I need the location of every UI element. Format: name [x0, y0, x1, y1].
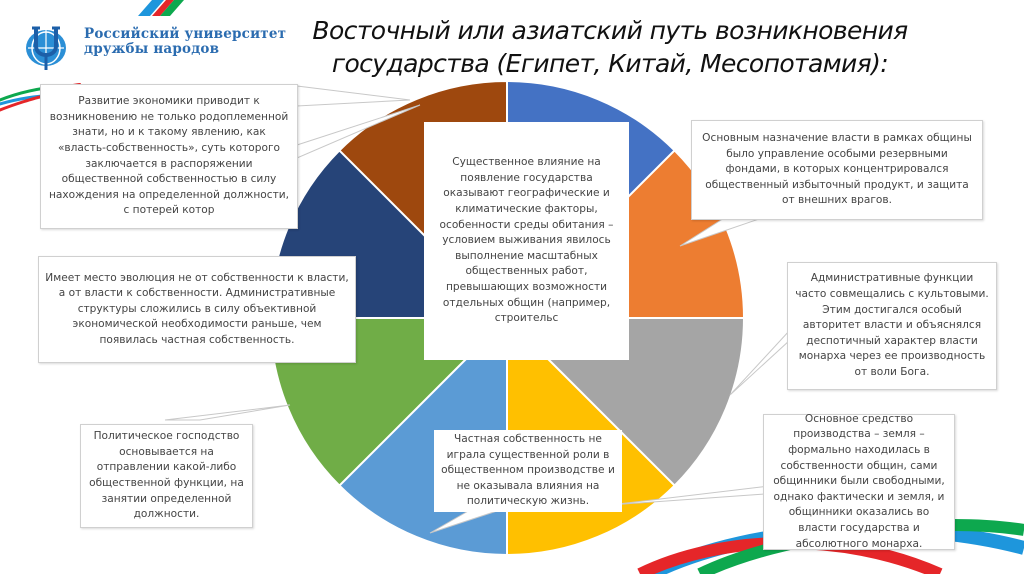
- university-name-line1: Российский университет: [84, 26, 287, 42]
- callout-bottom-left: Политическое господство основывается на …: [80, 424, 253, 528]
- university-name: Российский университет дружбы народов: [84, 27, 286, 57]
- center-text: Существенное влияние на появление госуда…: [439, 156, 614, 325]
- callout-bottom-right: Основное средство производства – земля –…: [763, 412, 955, 550]
- callout-mid-right: Административные функции часто совмещали…: [787, 262, 997, 390]
- callout-mid-left: Имеет место эволюция не от собственности…: [38, 256, 356, 363]
- title-line1: Восточный или азиатский путь возникновен…: [312, 16, 908, 45]
- globe-logo-icon: [26, 26, 66, 70]
- callout-bottom-left-text: Политическое господство основывается на …: [89, 430, 244, 521]
- center-text-box: Существенное влияние на появление госуда…: [424, 122, 629, 360]
- callout-mid-right-text: Административные функции часто совмещали…: [795, 272, 989, 378]
- page-title: Восточный или азиатский путь возникновен…: [290, 14, 930, 80]
- callout-top-right-text: Основным назначение власти в рамках общи…: [702, 132, 972, 207]
- university-logo: [18, 24, 78, 72]
- callout-bottom-center-text: Частная собственность не играла существе…: [441, 433, 615, 508]
- callout-top-right: Основным назначение власти в рамках общи…: [691, 120, 983, 220]
- callout-bottom-right-text: Основное средство производства – земля –…: [773, 412, 945, 550]
- callout-mid-left-text: Имеет место эволюция не от собственности…: [45, 271, 349, 346]
- callout-top-left-text: Развитие экономики приводит к возникнове…: [48, 95, 290, 217]
- callout-top-left: Развитие экономики приводит к возникнове…: [40, 84, 298, 229]
- top-stripes-decoration: [138, 0, 184, 16]
- callout-bottom-center: Частная собственность не играла существе…: [434, 430, 622, 512]
- university-name-line2: дружбы народов: [84, 41, 220, 57]
- title-line2: государства (Египет, Китай, Месопотамия)…: [331, 49, 889, 78]
